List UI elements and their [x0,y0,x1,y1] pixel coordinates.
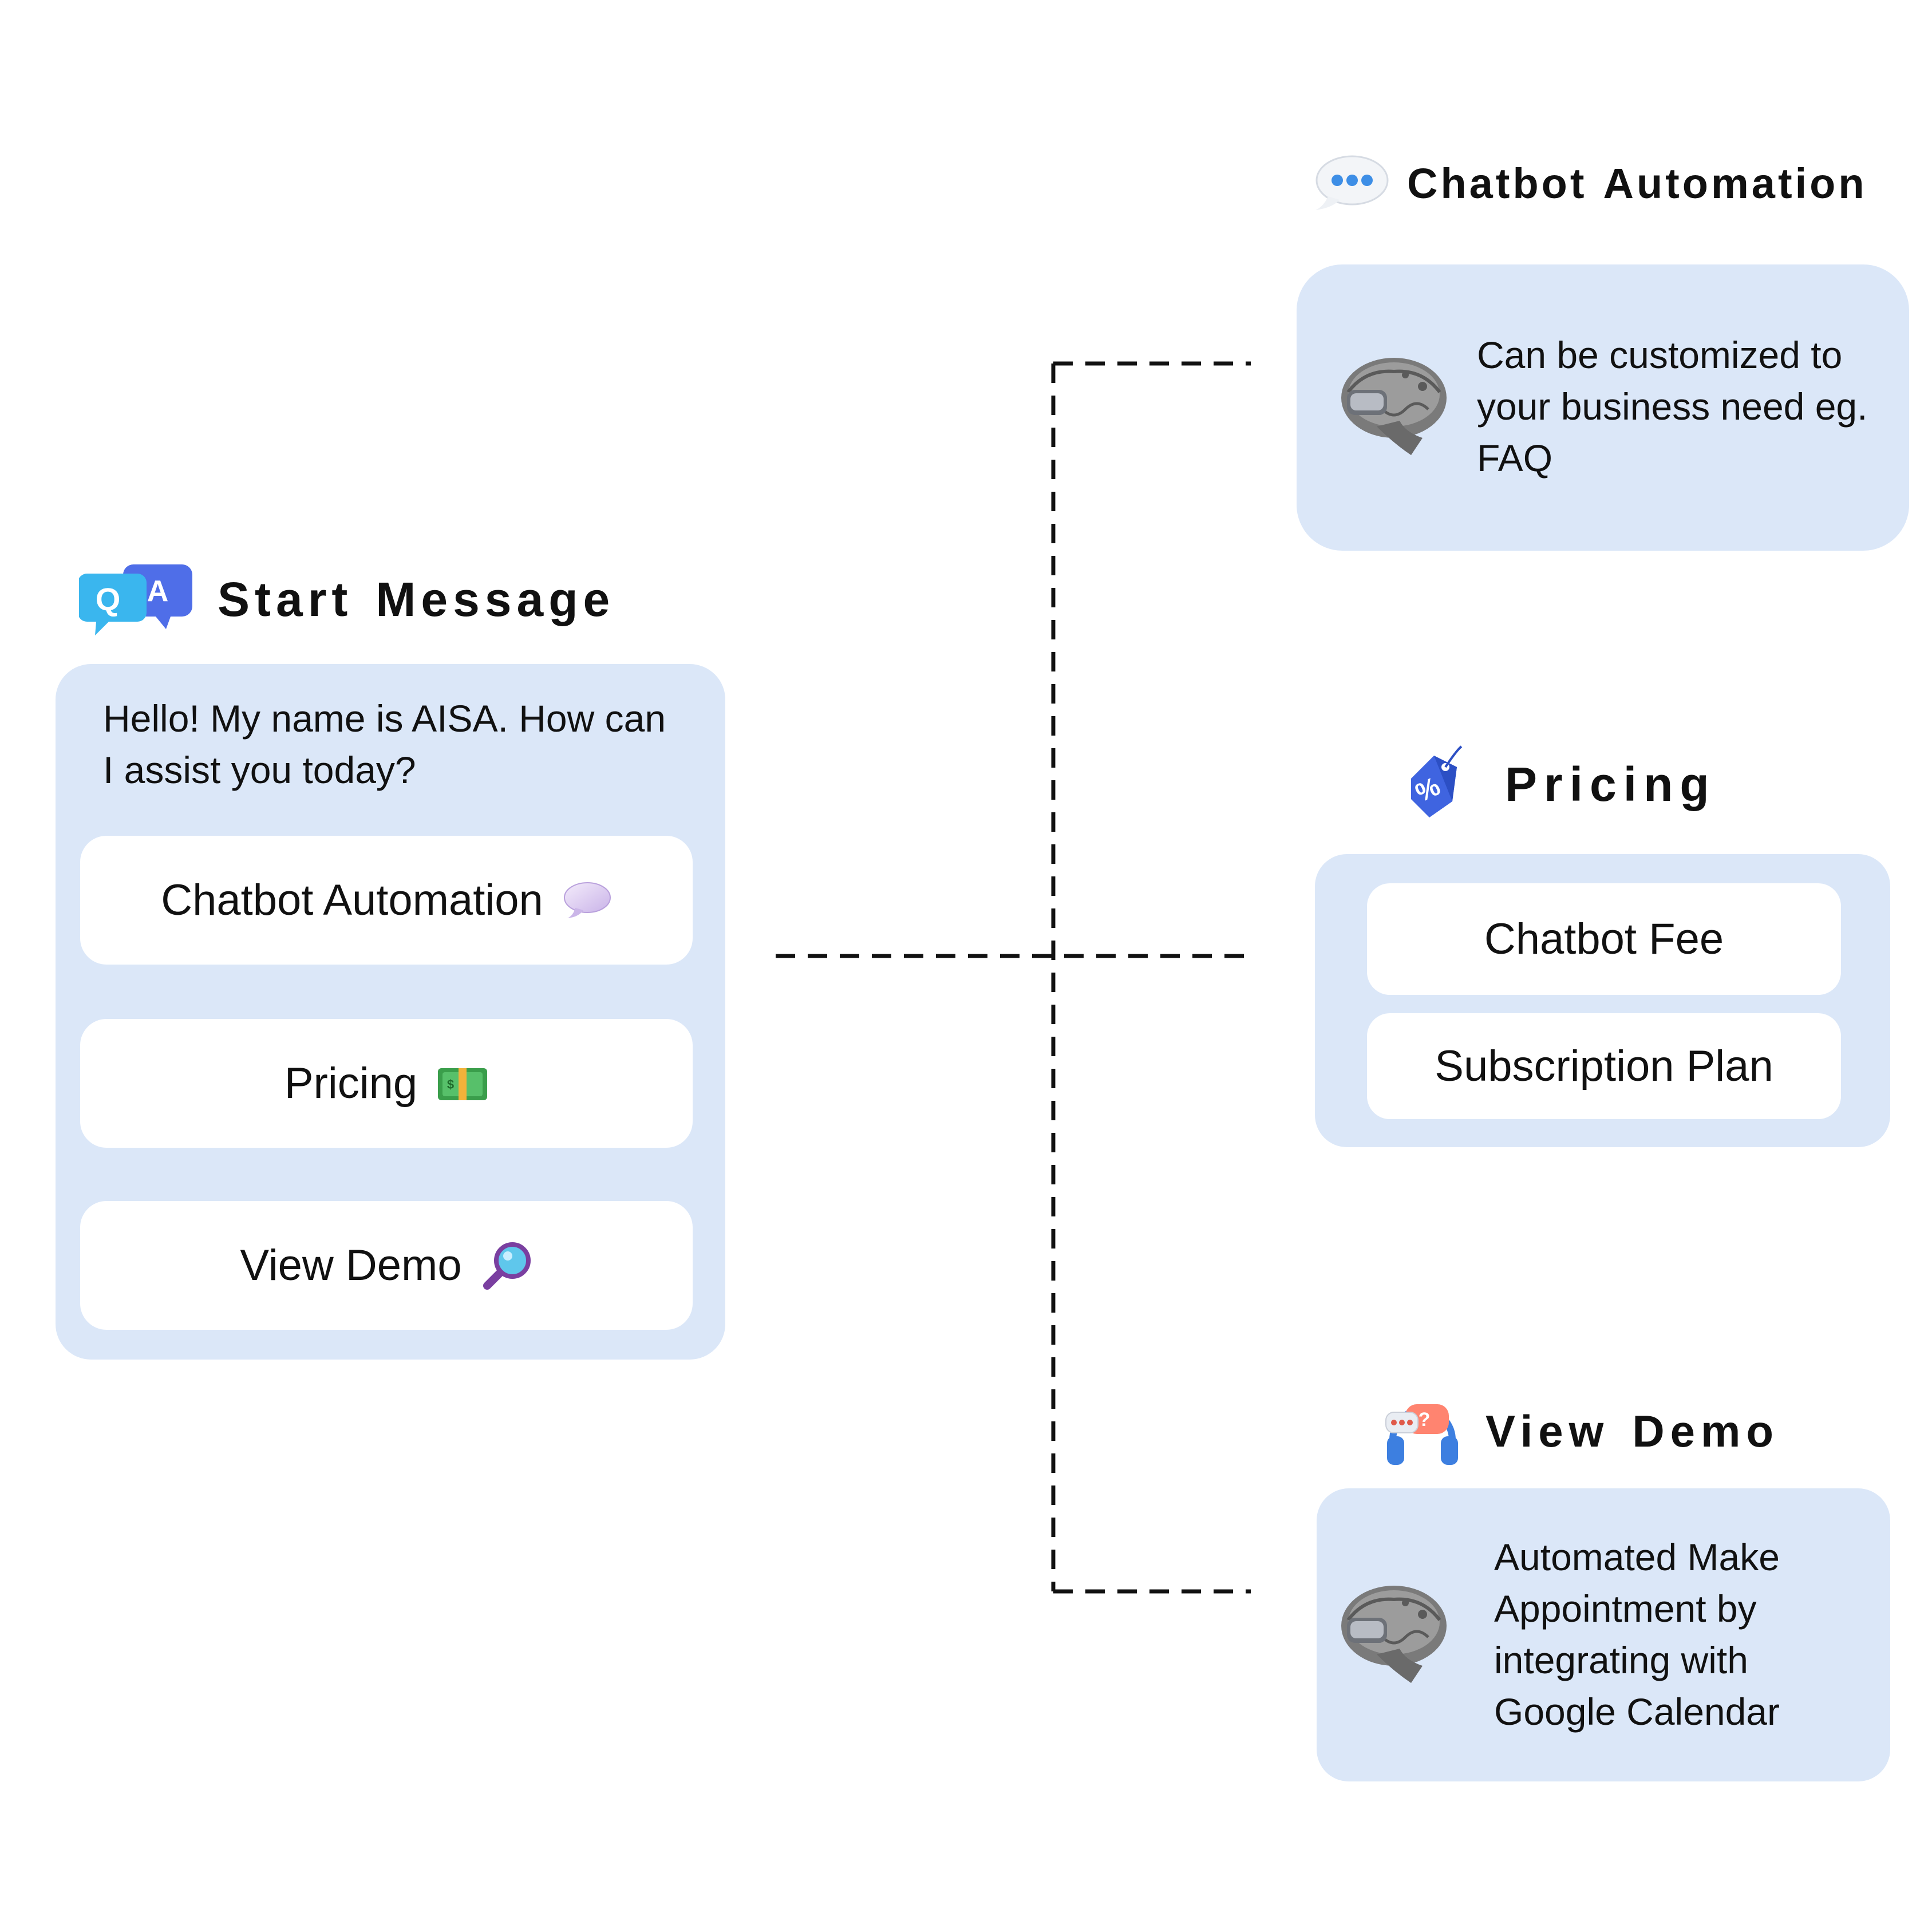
svg-text:A: A [147,575,174,608]
option-label: Pricing [285,1058,417,1108]
pricing-option-label: Subscription Plan [1435,1041,1773,1091]
pricing-option-subscription-plan[interactable]: Subscription Plan [1367,1013,1841,1119]
price-tag-icon: % [1405,744,1468,824]
svg-text:$: $ [447,1077,454,1092]
option-chatbot-automation[interactable]: Chatbot Automation [80,836,693,965]
greeting-text: Hello! My name is AISA. How can I assist… [103,693,675,796]
magnifier-icon [481,1240,533,1291]
start-title-word1: Start [218,572,353,627]
automation-heading: Chatbot Automation [1311,152,1867,215]
svg-text:?: ? [1419,1409,1436,1431]
svg-text:Q: Q [96,581,126,617]
headset-chat-icon: ? [1382,1388,1463,1474]
qa-bubbles-icon: Q A [79,561,193,638]
demo-heading: ? View Demo [1382,1388,1779,1474]
money-icon: $ [437,1064,488,1104]
robot-brain-icon [1337,352,1451,461]
typing-bubble-icon [1311,152,1391,215]
option-label: View Demo [240,1240,461,1290]
pricing-heading: % Pricing [1405,744,1716,824]
robot-brain-icon [1337,1580,1451,1689]
pricing-option-label: Chatbot Fee [1484,914,1724,964]
demo-title-word1: View [1485,1405,1609,1457]
pricing-option-chatbot-fee[interactable]: Chatbot Fee [1367,883,1841,995]
pricing-title: Pricing [1505,757,1716,812]
option-view-demo[interactable]: View Demo [80,1201,693,1330]
speech-bubble-icon [563,880,612,920]
option-label: Chatbot Automation [161,875,543,925]
option-pricing[interactable]: Pricing $ [80,1019,693,1148]
demo-title-word2: Demo [1632,1405,1779,1457]
start-title-word2: Message [376,572,615,627]
start-message-heading: Q A Start Message [79,561,615,638]
demo-description: Automated Make Appointment by integratin… [1494,1531,1860,1737]
automation-title-word2: Automation [1603,159,1867,208]
automation-description: Can be customized to your business need … [1477,329,1889,484]
automation-title-word1: Chatbot [1407,159,1587,208]
